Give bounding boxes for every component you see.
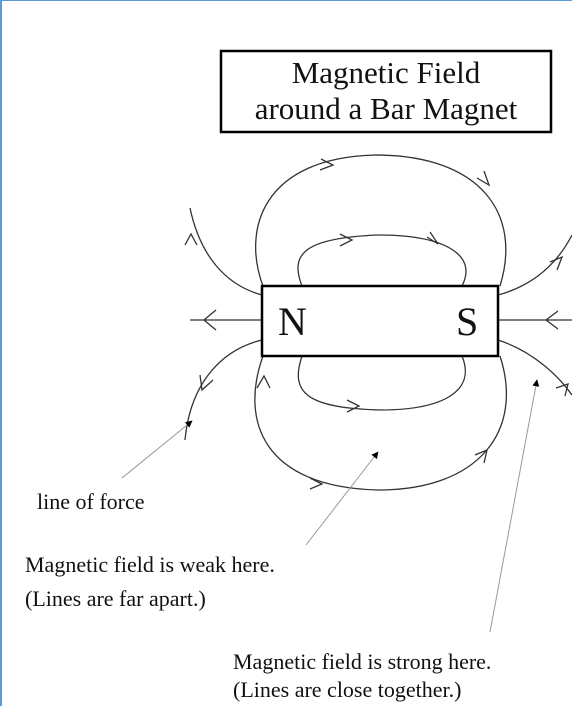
- arrow-outer-bottom-left: [257, 376, 270, 388]
- field-line-inner-bottom: [298, 356, 465, 410]
- arrow-inner-top-right: [427, 232, 438, 244]
- arrow-inner-top-left: [340, 234, 352, 246]
- field-line-left-upper: [190, 208, 262, 295]
- bar-magnet: N S: [262, 286, 498, 356]
- field-line-left-lower: [185, 340, 262, 440]
- label-weak-line-2: (Lines are far apart.): [25, 586, 206, 611]
- field-line-outer-bottom: [255, 356, 507, 490]
- title-line-1: Magnetic Field: [292, 55, 481, 90]
- pointer-line-of-force: [122, 421, 192, 478]
- label-weak-line-1: Magnetic field is weak here.: [25, 552, 275, 577]
- label-line-of-force: line of force: [37, 489, 145, 514]
- label-strong-line-1: Magnetic field is strong here.: [233, 649, 491, 674]
- label-strong-line-2: (Lines are close together.): [233, 677, 461, 702]
- field-line-right-upper: [498, 235, 572, 295]
- arrow-inner-bottom: [347, 400, 359, 412]
- field-line-outer-top: [256, 155, 506, 286]
- title-box: Magnetic Field around a Bar Magnet: [221, 51, 551, 132]
- pointer-weak-field: [306, 452, 378, 545]
- pointer-strong-field: [490, 380, 537, 632]
- arrow-right-lower: [556, 384, 568, 396]
- arrow-outer-top-right: [477, 171, 489, 185]
- south-pole-label: S: [456, 299, 478, 344]
- field-line-inner-top: [298, 235, 466, 286]
- north-pole-label: N: [278, 299, 307, 344]
- title-line-2: around a Bar Magnet: [255, 91, 518, 126]
- arrow-left-upper: [185, 234, 197, 245]
